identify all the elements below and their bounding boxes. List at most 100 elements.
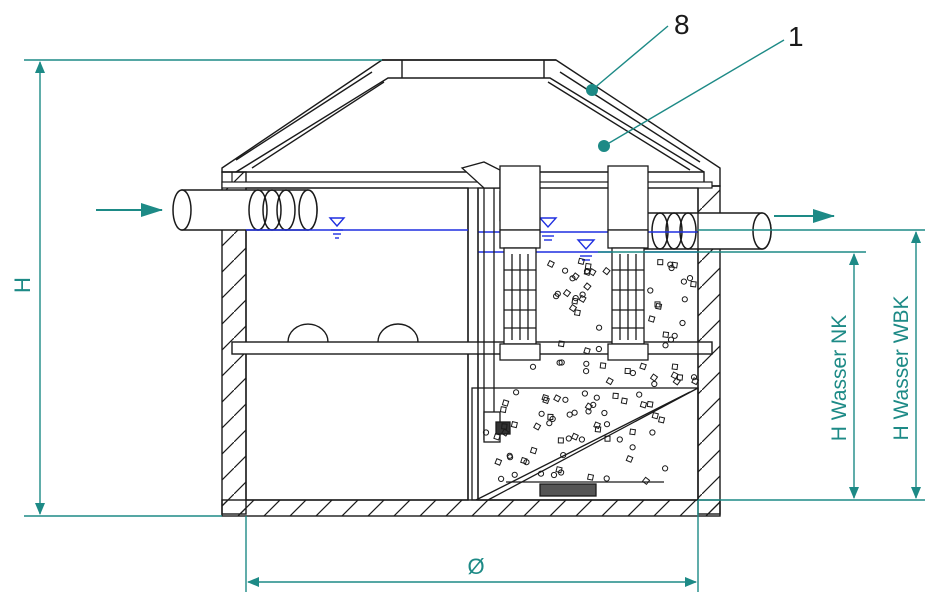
media-particle (546, 259, 555, 268)
media-particle (603, 475, 610, 482)
media-particle (511, 471, 518, 478)
dimension-label-water-nk: H Wasser NK (828, 315, 851, 441)
media-particle (550, 471, 558, 479)
media-particle (646, 400, 654, 408)
media-particle (565, 435, 572, 442)
media-particle (570, 432, 579, 441)
media-particle (562, 267, 569, 274)
media-particle (690, 280, 697, 288)
media-particle (672, 377, 681, 386)
media-particle (639, 400, 648, 409)
media-particle (577, 257, 585, 265)
media-particle (520, 456, 528, 465)
media-particle (493, 432, 501, 441)
media-particle (499, 406, 507, 414)
media-particle (566, 411, 573, 418)
media-particle (601, 409, 608, 417)
media-particle (595, 345, 603, 353)
media-particle (588, 268, 597, 277)
media-particle (681, 296, 688, 303)
media-particle (612, 392, 619, 400)
dimension-label-water-wbk: H Wasser WBK (890, 295, 913, 440)
media-particle (557, 340, 565, 348)
media-particle (649, 429, 656, 436)
media-particle (583, 360, 590, 367)
filter-cartridge-left (499, 165, 541, 361)
media-particle (680, 278, 688, 285)
media-particle (594, 426, 602, 433)
media-particle (625, 455, 634, 463)
media-particle (571, 297, 579, 305)
media-particle (537, 470, 545, 477)
media-particle (553, 394, 562, 403)
media-particle (593, 421, 601, 430)
media-particle (671, 363, 679, 371)
media-particle (691, 377, 700, 386)
media-particle (482, 429, 490, 436)
media-particle (506, 452, 513, 459)
media-particle (667, 261, 674, 268)
media-particle (670, 371, 679, 380)
media-particle (657, 259, 664, 266)
media-particle (590, 401, 597, 408)
media-particle (662, 331, 670, 339)
media-particle (558, 469, 565, 476)
filter-cartridge-right (607, 165, 649, 361)
media-particle (662, 342, 669, 349)
media-particle (605, 377, 614, 386)
media-particle (599, 362, 607, 369)
media-particle (558, 359, 565, 366)
media-particle (604, 435, 611, 442)
media-particle (586, 473, 595, 481)
media-particle (583, 368, 590, 375)
media-particle (649, 373, 659, 382)
media-particle (513, 389, 520, 396)
media-particle (569, 275, 576, 282)
media-particle (596, 324, 603, 331)
media-particle (636, 391, 643, 398)
media-particle (651, 380, 658, 388)
media-particle (593, 394, 600, 401)
media-particle (538, 410, 545, 417)
media-particle (501, 399, 510, 407)
media-particle (679, 319, 686, 327)
media-particle (641, 476, 651, 486)
callout-label-8: 8 (674, 9, 690, 40)
media-particle (500, 428, 510, 437)
media-particle (571, 272, 580, 281)
media-particle (647, 287, 654, 294)
media-particle (562, 396, 569, 403)
inlet-pipe (172, 189, 318, 231)
media-particle (686, 275, 694, 282)
dimension-lines (24, 25, 925, 592)
media-particle (639, 362, 647, 371)
media-particle (667, 336, 675, 343)
media-particle (583, 282, 592, 291)
dimension-label-height: H (10, 277, 35, 293)
callout-label-1: 1 (788, 21, 804, 52)
media-particle (562, 288, 572, 298)
media-particle (671, 332, 678, 339)
media-particle (529, 446, 538, 455)
media-particle (651, 411, 659, 420)
media-particle (568, 303, 578, 313)
media-particle (529, 363, 537, 370)
media-particle (546, 420, 553, 427)
media-particle (603, 421, 611, 428)
media-particle (585, 408, 592, 415)
media-particle (629, 444, 636, 451)
callout-dot-8 (586, 84, 598, 96)
media-particle (554, 290, 561, 297)
media-particle (581, 390, 589, 397)
callout-dot-1 (598, 140, 610, 152)
media-particle (510, 421, 518, 429)
media-particle (671, 261, 679, 269)
media-particle (573, 309, 581, 317)
dimension-label-diameter: Ø (467, 554, 484, 579)
media-particle (616, 436, 623, 443)
media-particle (655, 302, 663, 310)
media-particle (498, 475, 505, 482)
media-particle (657, 416, 666, 424)
